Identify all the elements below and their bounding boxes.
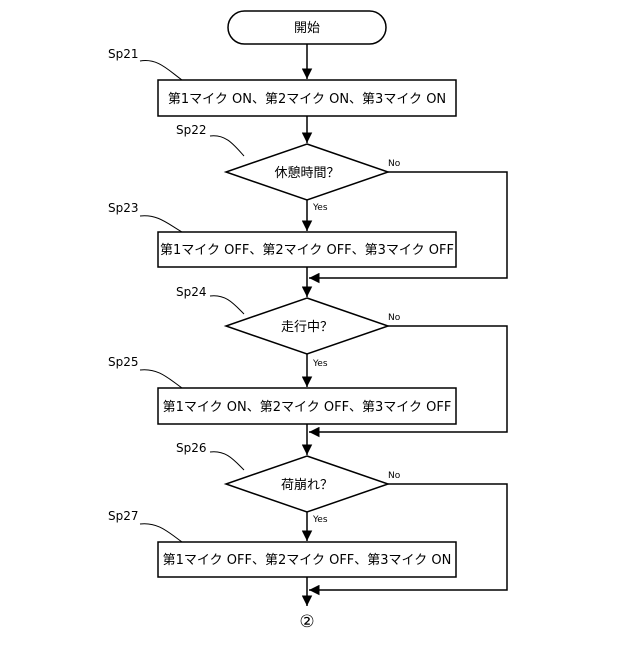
step-id-sp27: Sp27 <box>108 509 139 523</box>
connector-label: ② <box>299 612 314 632</box>
step-leader <box>210 452 244 470</box>
decision-text-sp26: 荷崩れ？ <box>281 478 333 493</box>
step-id-sp24: Sp24 <box>176 285 207 299</box>
decision-yes-label-sp26: Yes <box>312 515 328 525</box>
process-text-sp23: 第1マイク OFF、第2マイク OFF、第3マイク OFF <box>160 243 454 258</box>
step-leader <box>140 524 182 542</box>
decision-no-label-sp24: No <box>388 313 401 323</box>
decision-text-sp22: 休憩時間？ <box>274 165 339 181</box>
step-id-sp22: Sp22 <box>176 123 207 137</box>
process-text-sp21: 第1マイク ON、第2マイク ON、第3マイク ON <box>168 92 446 107</box>
step-id-sp23: Sp23 <box>108 201 139 215</box>
decision-yes-label-sp24: Yes <box>312 359 328 369</box>
decision-yes-label-sp22: Yes <box>312 203 328 213</box>
decision-text-sp24: 走行中？ <box>281 320 333 335</box>
step-id-sp26: Sp26 <box>176 441 207 455</box>
step-leader <box>210 136 244 156</box>
decision-no-label-sp22: No <box>388 159 401 169</box>
step-leader <box>210 296 244 314</box>
step-leader <box>140 370 182 388</box>
step-leader <box>140 216 182 232</box>
process-text-sp25: 第1マイク ON、第2マイク OFF、第3マイク OFF <box>163 400 452 415</box>
step-id-sp25: Sp25 <box>108 355 139 369</box>
start-label: 開始 <box>294 21 320 36</box>
step-id-sp21: Sp21 <box>108 47 139 61</box>
step-leader <box>140 61 182 80</box>
process-text-sp27: 第1マイク OFF、第2マイク OFF、第3マイク ON <box>163 553 452 568</box>
decision-no-label-sp26: No <box>388 471 401 481</box>
